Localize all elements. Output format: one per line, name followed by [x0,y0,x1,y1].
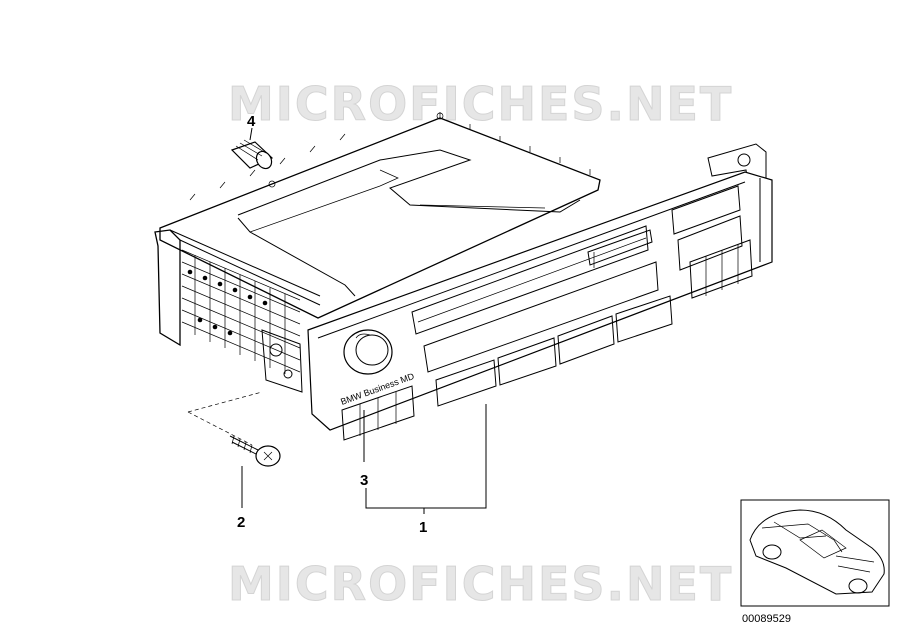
diagram-id: 00089529 [742,613,791,625]
volume-knob [343,329,393,375]
callout-1: 1 [419,519,427,536]
callout-2: 2 [237,514,245,531]
watermark-bottom: MICROFICHES.NET [228,557,733,611]
watermark-top: MICROFICHES.NET [228,77,733,131]
leader-lines [241,127,487,514]
part-screw [229,435,281,467]
vehicle-thumbnail [740,499,890,607]
radio-front-panel [307,171,773,441]
radio-chassis [154,112,767,393]
callout-3: 3 [360,472,368,489]
callout-4: 4 [247,113,256,130]
part-knob-cap [230,139,274,170]
